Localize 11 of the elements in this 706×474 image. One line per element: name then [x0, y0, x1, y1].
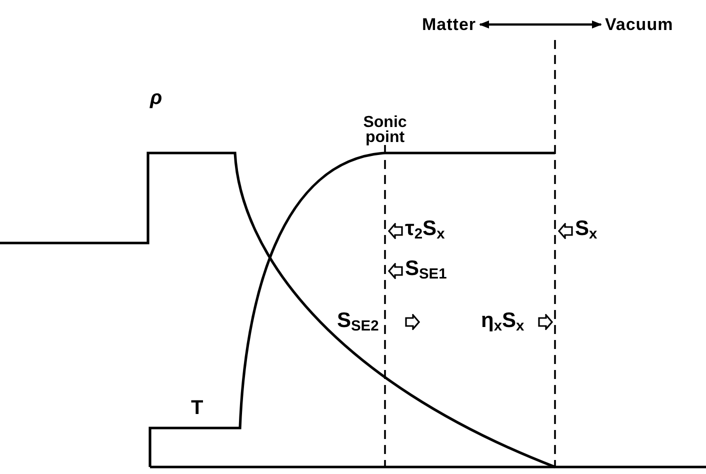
- flux-term: S$_{x}$: [575, 218, 598, 242]
- temperature-symbol: T: [191, 398, 204, 418]
- double-arrow: [479, 20, 602, 28]
- region-label: Matter: [422, 16, 476, 33]
- flux-term: η$_{x}$S$_{x}$: [481, 310, 524, 334]
- region-label: Vacuum: [605, 16, 674, 33]
- flux-term: τ$_{2}$S$_{x}$: [405, 218, 445, 242]
- point-label: Sonic point: [362, 115, 408, 146]
- flux-term: S$_{SE2}$: [337, 310, 379, 334]
- flux-term: S$_{SE1}$: [405, 258, 447, 282]
- density-symbol: ρ: [150, 88, 162, 108]
